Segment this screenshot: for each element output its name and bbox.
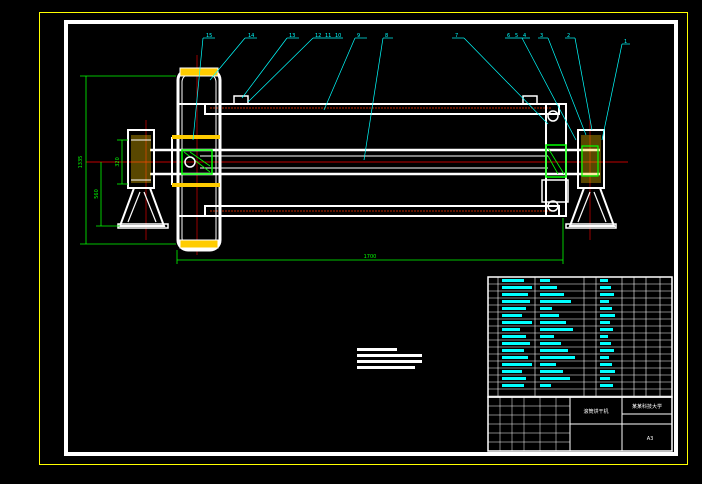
balloon-5: 5 [515,33,518,39]
dim-length: 1700 [364,254,377,260]
right-support-frame [568,187,616,227]
bom-entry-bar [600,342,611,345]
bom-entry-bar [540,335,554,338]
balloon-8: 8 [385,33,388,39]
bom-entry-bar [600,328,613,331]
sheet-size: A3 [647,436,654,442]
bom-entry-bar [600,293,614,296]
drum-lower-wall [204,205,560,217]
bom-entry-bar [540,279,550,282]
dimensions [80,75,564,264]
balloon-14: 14 [248,33,254,39]
bom-entry-bar [502,321,532,324]
dim-height: 1335 [78,156,84,169]
bom-entry-bar [540,286,557,289]
bom-entry-bar [600,286,611,289]
drawing-border [64,20,678,456]
drum-upper-wall [204,103,560,115]
bom-entry-bar [502,286,532,289]
bom-entry-bar [600,384,613,387]
title-block [487,396,673,452]
balloon-10: 10 [335,33,341,39]
balloon-15: 15 [206,33,212,39]
balloon-6: 6 [507,33,510,39]
bom-entry-bar [600,349,614,352]
bom-entry-bar [540,349,568,352]
bom-entry-bar [502,384,524,387]
bom-entry-bar [502,349,524,352]
balloon-9: 9 [357,33,360,39]
bom-entry-bar [600,307,612,310]
dryer-assembly [86,55,628,255]
bom-entry-bar [600,321,610,324]
bom-entry-bar [502,370,522,373]
balloon-3: 3 [540,33,543,39]
bom-entry-bar [502,307,526,310]
bom-entry-bar [540,342,561,345]
bom-entry-bar [600,377,610,380]
bom-entry-bar [540,307,552,310]
balloon-2: 2 [567,33,570,39]
bom-entry-bar [502,314,522,317]
balloon-7: 7 [455,33,458,39]
bom-entry-bar [600,370,615,373]
gear-ring [176,68,222,252]
bom-entry-bar [600,363,612,366]
bom-entry-bar [502,377,526,380]
bom-entry-bar [502,279,524,282]
bom-entry-bar [502,293,528,296]
bom-entry-bar [502,335,526,338]
bom-entry-bar [540,370,563,373]
left-support-frame [118,187,166,227]
dim-support-height: 560 [94,189,100,199]
bom-entry-bar [540,300,571,303]
bom-table [487,276,673,398]
bom-entry-bar [502,328,520,331]
bom-entry-bar [540,356,575,359]
bom-entry-bar [540,293,564,296]
drawing-title: 滚筒烘干机 [583,408,608,415]
bom-entry-bar [600,279,608,282]
bom-entry-bar [502,342,530,345]
bom-entry-bar [502,363,532,366]
bom-entry-bar [540,328,573,331]
bom-entry-bar [502,300,530,303]
bom-entry-bar [540,384,551,387]
bom-entry-bar [600,356,609,359]
balloon-12: 12 [315,33,321,39]
bom-entry-bar [502,356,528,359]
balloon-4: 4 [523,33,526,39]
technical-notes [357,348,422,369]
bom-entry-bar [540,363,556,366]
dim-shaft: 320 [115,157,121,167]
bom-entry-bar [600,314,615,317]
balloon-11: 11 [325,33,331,39]
bom-entry-bar [540,321,566,324]
bom-entry-bar [600,335,608,338]
bom-entry-bar [540,314,559,317]
balloon-13: 13 [289,33,295,39]
balloon-1: 1 [624,39,627,45]
bom-entry-bar [540,377,570,380]
leader-lines [192,37,630,161]
bom-entry-bar [600,300,609,303]
school-name: 某某科技大学 [632,403,662,410]
outer-frame [39,12,688,465]
balloon-labels: 15 14 13 12 11 10 9 8 7 6 5 4 3 2 1 [206,33,627,45]
